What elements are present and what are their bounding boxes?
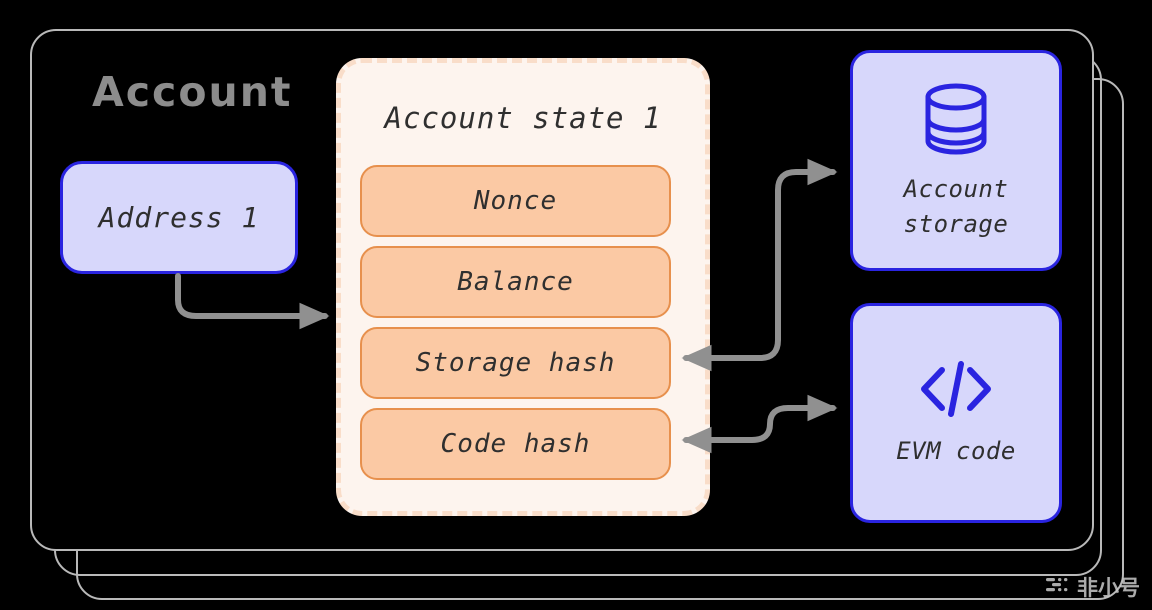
page-title: Account: [92, 68, 293, 116]
state-field-label: Storage hash: [415, 348, 616, 378]
watermark-text: 非小号: [1077, 576, 1140, 600]
account-state-field-list: Nonce Balance Storage hash Code hash: [360, 165, 671, 489]
state-field-code-hash[interactable]: Code hash: [360, 408, 671, 480]
account-storage-label: Account storage: [903, 175, 1009, 238]
account-storage-node[interactable]: Account storage: [850, 50, 1062, 271]
state-field-label: Code hash: [440, 429, 591, 459]
address-node[interactable]: Address 1: [60, 161, 298, 274]
account-state-card: Account state 1 Nonce Balance Storage ha…: [336, 58, 710, 516]
state-field-storage-hash[interactable]: Storage hash: [360, 327, 671, 399]
code-brackets-icon: [916, 358, 996, 420]
evm-code-label: EVM code: [896, 436, 1016, 465]
account-state-card-title: Account state 1: [384, 101, 662, 135]
database-cylinder-icon: [920, 80, 992, 158]
address-node-label: Address 1: [98, 201, 260, 234]
state-field-label: Nonce: [473, 186, 558, 216]
evm-code-node[interactable]: EVM code: [850, 303, 1062, 523]
watermark: 非小号: [1046, 572, 1140, 602]
state-field-balance[interactable]: Balance: [360, 246, 671, 318]
state-field-nonce[interactable]: Nonce: [360, 165, 671, 237]
state-field-label: Balance: [457, 267, 574, 297]
watermark-logo-icon: [1046, 575, 1072, 599]
